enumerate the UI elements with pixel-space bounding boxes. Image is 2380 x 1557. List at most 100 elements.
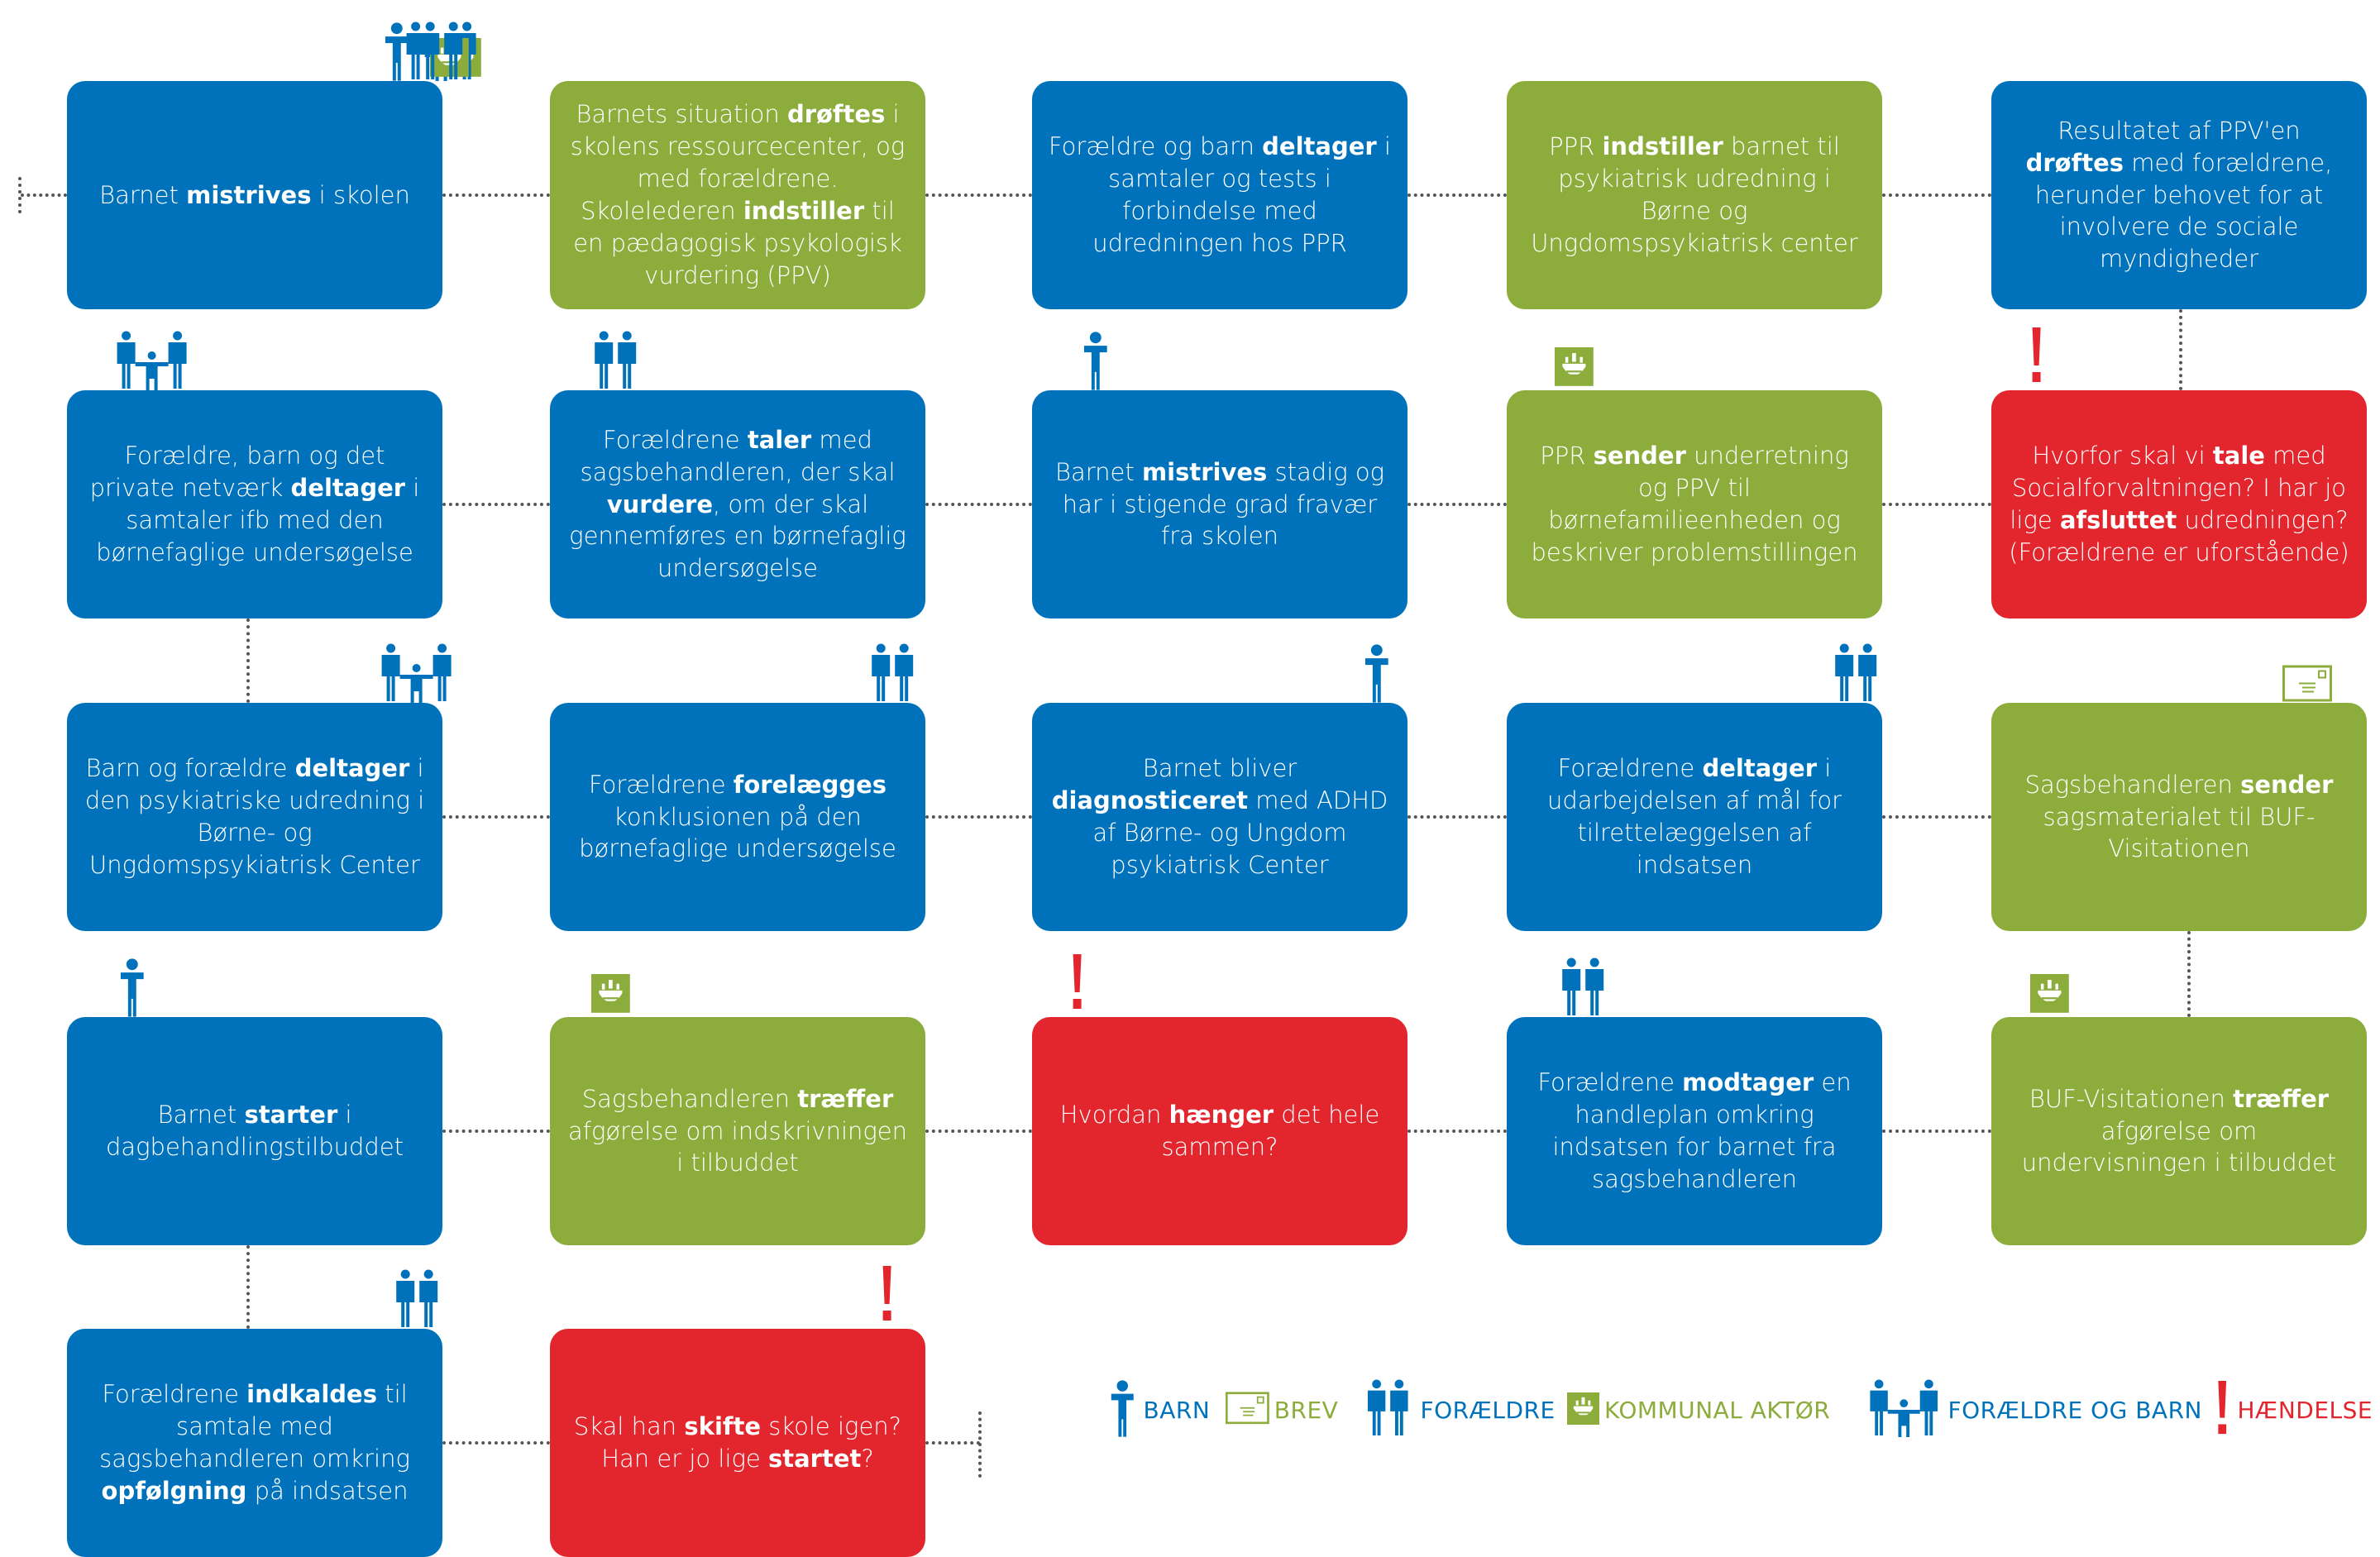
step-keyword: vurdere — [606, 490, 713, 518]
step-keyword: tale — [2212, 442, 2265, 470]
step-box-18: Hvordan hænger det hele sammen? — [1032, 1017, 1407, 1245]
connector-line — [925, 193, 1032, 197]
connector-line — [1882, 1130, 1991, 1133]
step-text: Forældrene modtager en handleplan omkrin… — [1523, 1067, 1866, 1195]
connector-line — [1882, 815, 1991, 819]
event-icon — [1067, 953, 1087, 1015]
step-box-22: Skal han skifte skole igen? Han er jo li… — [550, 1329, 925, 1557]
parents-and-child-icon — [1865, 1379, 1943, 1440]
step-text-part: Hvorfor skal vi — [2032, 442, 2213, 470]
connector-line — [442, 1441, 550, 1445]
step-box-1: Barnet mistrives i skolen — [67, 81, 442, 309]
step-keyword: deltager — [294, 754, 410, 783]
step-text-part: på indsatsen — [246, 1476, 409, 1505]
step-text: Forældrene indkaldes til samtale med sag… — [84, 1378, 426, 1507]
step-text-part: afgørelse om undervisningen i tilbuddet — [2021, 1116, 2337, 1177]
child-icon — [380, 21, 413, 84]
step-text-part: barnet til psykiatrisk udredning i Børne… — [1531, 132, 1858, 257]
step-text: Skal han skifte skole igen? Han er jo li… — [566, 1411, 909, 1475]
step-text-part: PPR — [1540, 442, 1594, 470]
step-text-part: i skolen — [311, 180, 410, 209]
step-box-17: Sagsbehandleren træffer afgørelse om ind… — [550, 1017, 925, 1245]
step-text: PPR indstiller barnet til psykiatrisk ud… — [1523, 131, 1866, 259]
legend-item: KOMMUNAL AKTØR — [1567, 1377, 1830, 1443]
step-text-part: i dagbehandlingstilbuddet — [105, 1101, 404, 1161]
step-text-part: Barnet — [1054, 457, 1142, 486]
connector-line — [978, 1411, 982, 1478]
connector-line — [442, 815, 550, 819]
step-text: Forældrene forelægges konklusionen på de… — [566, 769, 909, 866]
step-keyword: deltager — [1262, 132, 1377, 161]
step-text-part: sagsmaterialet til BUF-Visitationen — [2043, 802, 2315, 863]
parents-and-child-icon — [376, 643, 456, 706]
legend-label: BARN — [1143, 1396, 1211, 1424]
legend-item: HÆNDELSE — [2212, 1377, 2373, 1443]
step-text: Barnet mistrives stadig og har i stigend… — [1049, 456, 1391, 553]
step-text-part: med Socialforvaltningen? I har jo lige — [2010, 442, 2347, 534]
step-text-part: Forældrene — [603, 425, 748, 454]
step-keyword: mistrives — [1141, 457, 1268, 486]
step-text-part: Sagsbehandleren — [2024, 770, 2241, 799]
connector-line — [1407, 1130, 1507, 1133]
connector-line — [1882, 503, 1991, 506]
step-text-part: Forældrene — [588, 770, 734, 799]
step-keyword: indkaldes — [246, 1380, 377, 1409]
step-box-15: Sagsbehandleren sender sagsmaterialet ti… — [1991, 703, 2367, 931]
connector-line — [442, 1130, 550, 1133]
municipal-icon — [1555, 347, 1594, 389]
step-text: Barnet mistrives i skolen — [99, 179, 410, 212]
step-keyword: deltager — [290, 474, 406, 503]
parents-and-child-icon — [112, 331, 192, 394]
step-keyword: afsluttet — [2059, 506, 2177, 534]
parents-icon — [1555, 958, 1611, 1020]
step-text-part: en handleplan omkring indsatsen for barn… — [1552, 1068, 1852, 1193]
step-keyword: diagnosticeret — [1051, 786, 1249, 815]
legend-label: FORÆLDRE — [1420, 1396, 1556, 1424]
step-keyword: sender — [2240, 770, 2334, 799]
step-text-part: i den psykiatriske udredning i Børne- og… — [84, 754, 425, 879]
step-text: Forældre, barn og det private netværk de… — [84, 440, 426, 568]
step-box-16: Barnet starter i dagbehandlingstilbuddet — [67, 1017, 442, 1245]
step-text-part: til en pædagogisk psykologisk vurdering … — [573, 197, 902, 289]
connector-line — [246, 1245, 250, 1329]
step-text-part: Forældrene — [1557, 754, 1703, 783]
step-text-part: BUF-Visitationen — [2029, 1084, 2234, 1113]
connector-line — [925, 1441, 980, 1445]
child-icon — [1106, 1379, 1139, 1440]
event-icon — [2026, 326, 2047, 389]
connector-line — [925, 1130, 1032, 1133]
step-keyword: mistrives — [186, 180, 312, 209]
child-icon — [1360, 643, 1393, 706]
step-box-12: Forældrene forelægges konklusionen på de… — [550, 703, 925, 931]
legend-item: BREV — [1226, 1377, 1338, 1443]
step-text: Barn og forældre deltager i den psykiatr… — [84, 752, 426, 881]
step-box-5: Resultatet af PPV'en drøftes med forældr… — [1991, 81, 2367, 309]
legend-label: KOMMUNAL AKTØR — [1604, 1396, 1831, 1424]
connector-line — [2179, 309, 2182, 390]
child-icon — [1079, 331, 1112, 394]
municipal-icon — [2030, 974, 2069, 1016]
step-box-7: Forældrene taler med sagsbehandleren, de… — [550, 390, 925, 619]
step-text: Resultatet af PPV'en drøftes med forældr… — [2008, 115, 2350, 275]
connector-line — [925, 815, 1032, 819]
step-keyword: deltager — [1702, 754, 1818, 783]
step-text: Hvorfor skal vi tale med Socialforvaltni… — [2008, 440, 2350, 568]
step-text-part: med ADHD af Børne- og Ungdom psykiatrisk… — [1092, 786, 1388, 879]
municipal-icon — [591, 974, 630, 1016]
step-text: Barnets situation drøftes i skolens ress… — [566, 98, 909, 291]
step-box-9: PPR sender underretning og PPV til børne… — [1507, 390, 1882, 619]
parents-icon — [389, 1269, 445, 1332]
step-text-part: Hvordan — [1059, 1101, 1169, 1130]
step-text-part: i samtaler og tests i forbindelse med ud… — [1092, 132, 1391, 257]
step-text: Forældrene taler med sagsbehandleren, de… — [566, 424, 909, 585]
event-icon — [2212, 1379, 2233, 1440]
step-box-21: Forældrene indkaldes til samtale med sag… — [67, 1329, 442, 1557]
child-icon — [116, 958, 149, 1020]
connector-line — [1407, 193, 1507, 197]
step-text-part: Forældre og barn — [1049, 132, 1263, 161]
step-box-10: Hvorfor skal vi tale med Socialforvaltni… — [1991, 390, 2367, 619]
step-text-part: skole igen? Han er jo lige — [601, 1412, 902, 1473]
step-keyword: sender — [1593, 442, 1686, 470]
municipal-icon — [1567, 1392, 1599, 1428]
step-text: Barnet bliver diagnosticeret med ADHD af… — [1049, 752, 1391, 881]
